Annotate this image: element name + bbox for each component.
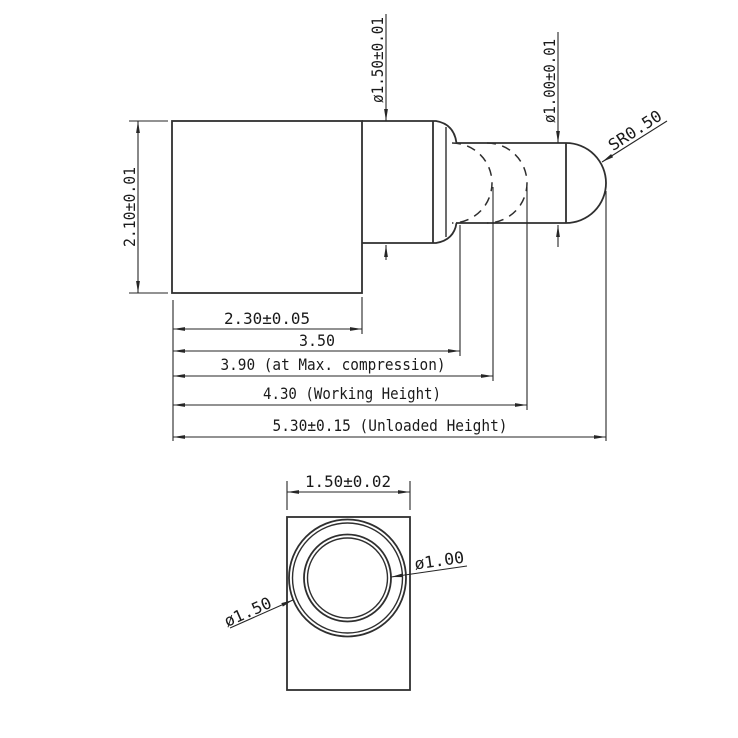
flange-bottom-edge [362,222,458,244]
outer-circle [288,518,407,638]
leader-tip-radius [601,120,668,163]
dim-plunger-diameter-label: ø1.00±0.01 [540,39,559,123]
bottom-view-dimensions: 1.50±0.02 ø1.00 ø1.50 [221,472,468,631]
dim-body-height-label: 2.10±0.01 [120,167,139,247]
dim-350-label: 3.50 [299,331,335,350]
dim-body-length-label: 2.30±0.05 [224,309,310,328]
bottom-view [286,516,411,691]
flange-top-edge [362,120,458,144]
side-view [171,120,607,294]
leader-bv-inner-dia [390,565,468,578]
dim-max-compression-label: 3.90 (at Max. compression) [221,355,446,374]
pin-body-outline [171,120,363,294]
inner-circle [303,533,392,623]
side-view-dimensions: 2.10±0.01 ø1.50±0.01 ø1.00±0.01 SR0.50 2… [120,14,668,441]
compressed-tip-arc-2 [486,142,528,224]
dim-bv-inner-diameter-label: ø1.00 [413,548,465,574]
compressed-tip-arc-1 [451,142,493,224]
dim-tip-radius-label: SR0.50 [605,106,666,155]
dim-flange-diameter-label: ø1.50±0.01 [368,17,387,103]
outer-circle-inner-edge [291,522,404,634]
dim-working-height-label: 4.30 (Working Height) [263,384,441,403]
dim-bv-width-label: 1.50±0.02 [305,472,391,491]
dim-unloaded-height-label: 5.30±0.15 (Unloaded Height) [273,416,508,435]
inner-circle-inner-edge [306,537,389,619]
tip-arc [565,142,607,224]
leader-bv-outer-dia [229,599,294,629]
dim-bv-outer-diameter-label: ø1.50 [221,593,274,631]
